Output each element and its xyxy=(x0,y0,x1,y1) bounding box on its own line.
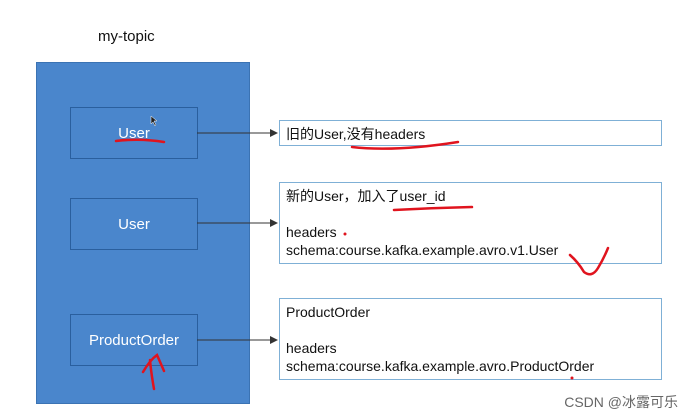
description-line: headers xyxy=(286,340,337,356)
description-line: headers xyxy=(286,224,337,240)
message-box-product-order: ProductOrder xyxy=(70,314,198,366)
message-box-user-new: User xyxy=(70,198,198,250)
watermark: CSDN @冰露可乐 xyxy=(564,394,678,410)
message-label: User xyxy=(118,215,150,233)
message-label: ProductOrder xyxy=(88,331,180,349)
message-label: User xyxy=(118,124,150,142)
description-box-user-old: 旧的User,没有headers xyxy=(279,120,662,146)
description-line: schema:course.kafka.example.avro.Product… xyxy=(286,358,595,374)
description-line: 新的User，加入了user_id xyxy=(286,188,446,204)
message-box-user-old: User xyxy=(70,107,198,159)
description-line: ProductOrder xyxy=(286,304,371,320)
description-box-user-new: 新的User，加入了user_id headers schema:course.… xyxy=(279,182,662,264)
description-line: schema:course.kafka.example.avro.v1.User xyxy=(286,242,559,258)
description-box-product-order: ProductOrder headers schema:course.kafka… xyxy=(279,298,662,380)
topic-title: my-topic xyxy=(98,28,155,45)
description-line: 旧的User,没有headers xyxy=(286,126,426,142)
description-gap xyxy=(286,321,661,339)
description-gap xyxy=(286,205,661,223)
